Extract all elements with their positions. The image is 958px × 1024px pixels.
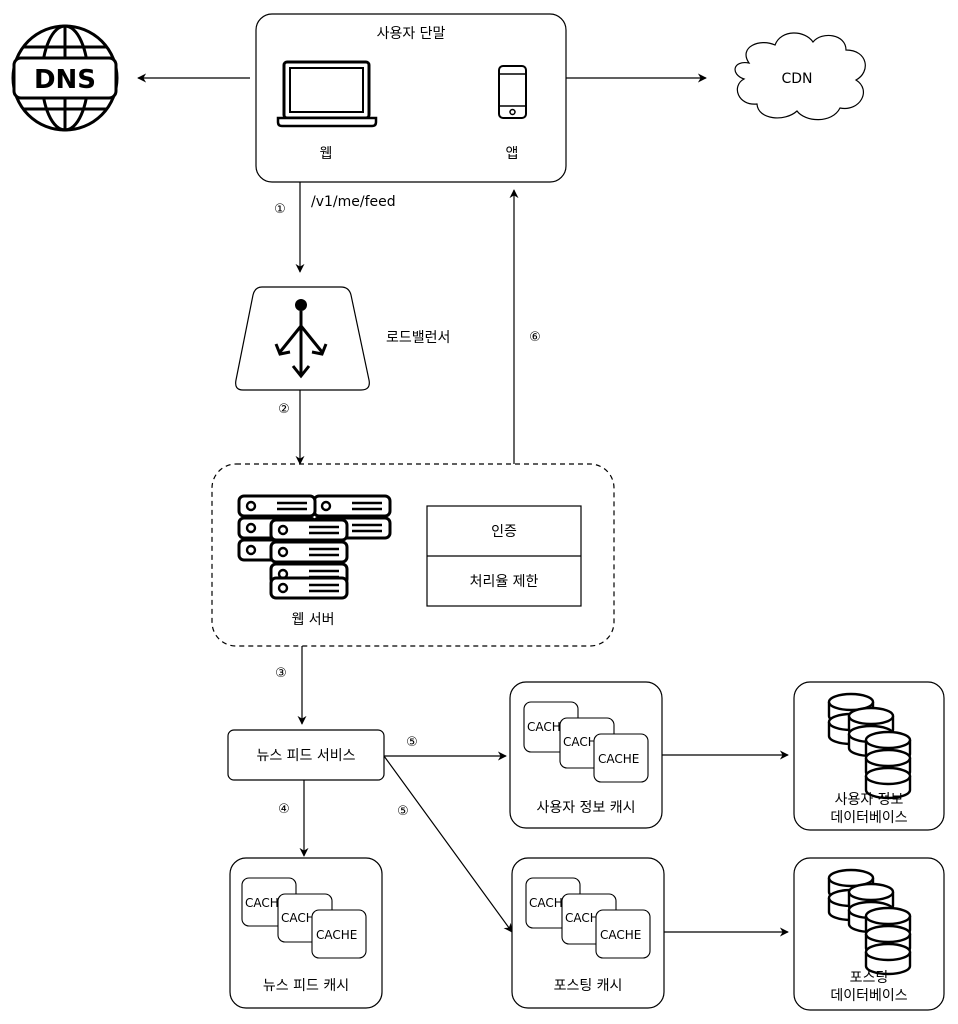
rate-limiter-module: 처리율 제한 [470,574,539,590]
edge-feedservice-to-postcache [383,755,513,933]
cache-card-label: CACHE [527,720,568,734]
request-path-label: /v1/me/feed [311,194,396,210]
post-db-label-line1: 포스팅 [850,970,889,986]
dns-globe-icon: DNS [11,24,119,132]
cdn-label: CDN [781,71,812,87]
client-title: 사용자 단말 [377,26,446,42]
cache-card-label: CACHE [600,928,641,942]
client-device-box: 사용자 단말 웹 앱 [255,13,567,183]
step-1-label: ① [274,202,286,217]
step-6-label: ⑥ [529,330,541,345]
auth-module: 인증 [491,524,517,540]
cache-card-label: CACHE [245,896,286,910]
news-feed-cache-node: CACHE CACHE CACHE 뉴스 피드 캐시 [229,857,383,1009]
news-feed-service-node: 뉴스 피드 서비스 [227,729,385,781]
load-balancer-icon [274,299,328,379]
load-balancer-label: 로드밸런서 [386,330,450,346]
cdn-cloud: CDN [734,32,866,121]
user-db-label-line2: 데이터베이스 [830,810,907,826]
web-server-label: 웹 서버 [291,612,334,628]
step-3-label: ③ [275,666,287,681]
post-db-label-line2: 데이터베이스 [830,988,907,1004]
cache-card-label: CACHE [529,896,570,910]
news-feed-service-label: 뉴스 피드 서비스 [256,748,355,764]
app-client-label: 앱 [506,146,519,162]
post-cache-node: CACHE CACHE CACHE 포스팅 캐시 [511,857,665,1009]
post-database-node: 포스팅 데이터베이스 [793,857,945,1011]
news-feed-cache-label: 뉴스 피드 캐시 [263,978,349,994]
step-5-label: ⑤ [406,735,418,750]
post-cache-label: 포스팅 캐시 [554,978,623,994]
connections [137,73,789,937]
step-2-label: ② [278,402,290,417]
user-info-cache-node: CACHE CACHE CACHE 사용자 정보 캐시 [509,681,663,829]
laptop-icon [276,60,378,128]
step-4-label: ④ [278,802,290,817]
web-server-group: 웹 서버 인증 처리율 제한 [211,463,615,647]
web-client-label: 웹 [320,146,333,162]
user-info-database-node: 사용자 정보 데이터베이스 [793,681,945,831]
load-balancer-node: 로드밸런서 [235,286,450,391]
step-5-label: ⑤ [397,804,409,819]
cache-card-label: CACHE [598,752,639,766]
user-info-cache-label: 사용자 정보 캐시 [536,800,635,816]
dns-label: DNS [34,65,96,95]
cache-card-label: CACHE [316,928,357,942]
smartphone-icon [498,65,527,119]
user-db-label-line1: 사용자 정보 [835,792,904,808]
